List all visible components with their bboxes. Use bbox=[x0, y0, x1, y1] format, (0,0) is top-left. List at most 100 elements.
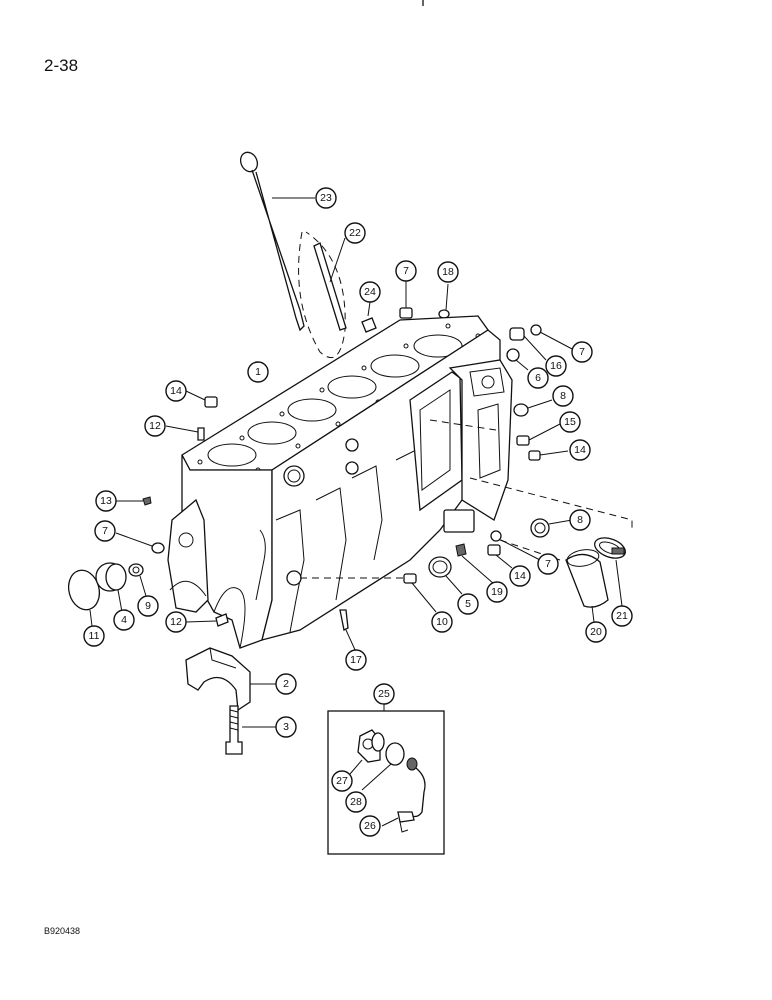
svg-text:26: 26 bbox=[364, 820, 376, 832]
figure-code: B920438 bbox=[44, 926, 81, 936]
callout-21: 21 bbox=[611, 605, 633, 627]
svg-text:15: 15 bbox=[564, 416, 576, 428]
plug-24 bbox=[361, 301, 377, 333]
svg-text:4: 4 bbox=[121, 614, 127, 626]
callout-23: 23 bbox=[315, 187, 337, 209]
hose-20 bbox=[565, 549, 609, 623]
callout-6: 6 bbox=[527, 367, 549, 389]
plug-13 bbox=[116, 496, 152, 506]
cover-11 bbox=[67, 569, 101, 627]
dipstick-tube bbox=[298, 231, 347, 358]
plug-7-bottom bbox=[490, 530, 541, 561]
callout-2: 2 bbox=[275, 673, 297, 695]
callout-1: 1 bbox=[247, 361, 269, 383]
cylinder-block bbox=[167, 315, 513, 649]
callout-7: 7 bbox=[571, 341, 593, 363]
dipstick bbox=[239, 151, 315, 332]
svg-text:21: 21 bbox=[616, 610, 628, 622]
svg-text:25: 25 bbox=[378, 688, 390, 700]
plug-14-bottom bbox=[487, 544, 513, 569]
callout-26: 26 bbox=[359, 815, 381, 837]
plug-8-bottom bbox=[530, 518, 573, 538]
seal-4 bbox=[95, 562, 127, 613]
svg-text:13: 13 bbox=[100, 495, 112, 507]
svg-text:24: 24 bbox=[364, 286, 376, 298]
dowel-12-bottom bbox=[185, 613, 229, 627]
callout-17: 17 bbox=[345, 649, 367, 671]
svg-text:16: 16 bbox=[550, 360, 562, 372]
svg-text:23: 23 bbox=[320, 192, 332, 204]
callout-12: 12 bbox=[165, 611, 187, 633]
svg-text:14: 14 bbox=[170, 385, 182, 397]
callout-12: 12 bbox=[144, 415, 166, 437]
callouts: 23 22 24 7 18 7 16 6 8 15 14 1 14 12 13 bbox=[83, 187, 633, 837]
fitting-19 bbox=[455, 543, 495, 585]
plug-18 bbox=[438, 283, 450, 319]
svg-text:17: 17 bbox=[350, 654, 362, 666]
svg-text:14: 14 bbox=[574, 444, 586, 456]
svg-text:7: 7 bbox=[102, 525, 108, 537]
callout-22: 22 bbox=[344, 222, 366, 244]
svg-text:27: 27 bbox=[336, 775, 348, 787]
callout-11: 11 bbox=[83, 625, 105, 647]
callout-14: 14 bbox=[165, 380, 187, 402]
svg-text:8: 8 bbox=[560, 390, 566, 402]
callout-28: 28 bbox=[345, 791, 367, 813]
callout-8: 8 bbox=[552, 385, 574, 407]
svg-text:9: 9 bbox=[145, 600, 151, 612]
plug-7-left bbox=[115, 532, 165, 554]
svg-text:12: 12 bbox=[170, 616, 182, 628]
svg-text:11: 11 bbox=[89, 630, 100, 642]
svg-text:1: 1 bbox=[255, 366, 261, 378]
sensor-kit-box bbox=[327, 704, 445, 855]
callout-7: 7 bbox=[94, 520, 116, 542]
callout-24: 24 bbox=[359, 281, 381, 303]
callout-16: 16 bbox=[545, 355, 567, 377]
bearing-cap-2 bbox=[185, 647, 276, 712]
bolt-3 bbox=[225, 705, 276, 755]
svg-text:5: 5 bbox=[465, 598, 471, 610]
svg-text:20: 20 bbox=[590, 626, 602, 638]
callout-3: 3 bbox=[275, 716, 297, 738]
callout-19: 19 bbox=[486, 581, 508, 603]
svg-text:7: 7 bbox=[579, 346, 585, 358]
callout-25: 25 bbox=[373, 683, 395, 705]
callout-20: 20 bbox=[585, 621, 607, 643]
svg-text:18: 18 bbox=[442, 266, 454, 278]
svg-text:6: 6 bbox=[535, 372, 541, 384]
callout-7: 7 bbox=[537, 553, 559, 575]
callout-7: 7 bbox=[395, 260, 417, 282]
callout-4: 4 bbox=[113, 609, 135, 631]
callout-18: 18 bbox=[437, 261, 459, 283]
svg-text:3: 3 bbox=[283, 721, 289, 733]
svg-text:10: 10 bbox=[436, 616, 448, 628]
bolt-17 bbox=[339, 609, 357, 653]
callout-14: 14 bbox=[509, 565, 531, 587]
plug-7-top bbox=[399, 281, 413, 319]
ring-9 bbox=[128, 563, 147, 597]
plugs-right-middle bbox=[513, 399, 569, 461]
callout-27: 27 bbox=[331, 770, 353, 792]
plug-14-top bbox=[185, 390, 218, 408]
svg-text:8: 8 bbox=[577, 514, 583, 526]
svg-text:7: 7 bbox=[403, 265, 409, 277]
callout-13: 13 bbox=[95, 490, 117, 512]
svg-text:2: 2 bbox=[283, 678, 289, 690]
plugs-right-top bbox=[506, 324, 575, 371]
dowel-12-top bbox=[165, 425, 205, 441]
plug-10 bbox=[403, 573, 437, 613]
page-number: 2-38 bbox=[44, 56, 79, 75]
callout-10: 10 bbox=[431, 611, 453, 633]
clamp-21 bbox=[594, 537, 626, 607]
callout-15: 15 bbox=[559, 411, 581, 433]
callout-14: 14 bbox=[569, 439, 591, 461]
callout-5: 5 bbox=[457, 593, 479, 615]
svg-text:12: 12 bbox=[149, 420, 161, 432]
callout-9: 9 bbox=[137, 595, 159, 617]
svg-text:19: 19 bbox=[491, 586, 503, 598]
svg-text:28: 28 bbox=[350, 796, 362, 808]
callout-8: 8 bbox=[569, 509, 591, 531]
svg-text:14: 14 bbox=[514, 570, 526, 582]
svg-text:7: 7 bbox=[545, 558, 551, 570]
